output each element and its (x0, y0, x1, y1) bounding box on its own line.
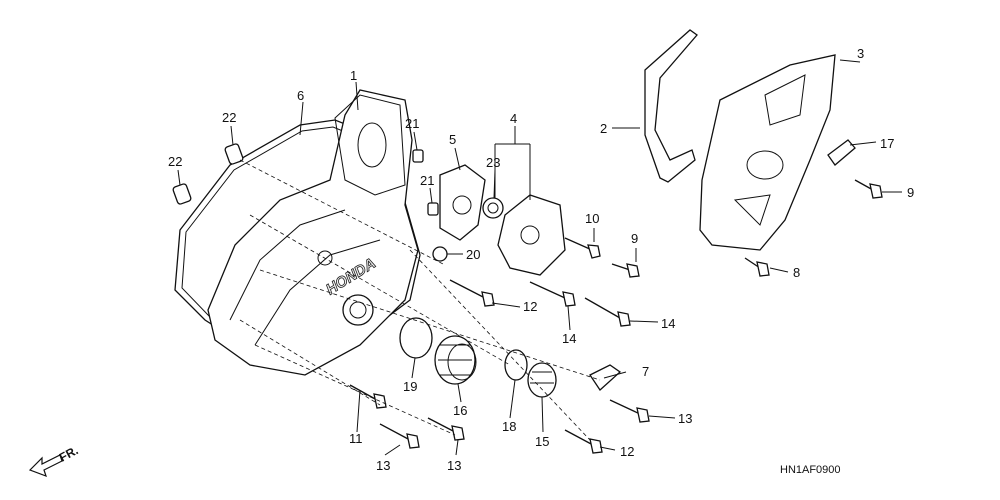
sprocket-cover-notch (733, 194, 771, 226)
sprocket-cover-window (746, 150, 784, 180)
callout-13-mid: 13 (447, 458, 461, 473)
callout-20: 20 (466, 247, 480, 262)
callout-3: 3 (857, 46, 864, 61)
callout-18: 18 (502, 419, 516, 434)
callout-10: 10 (585, 211, 599, 226)
sprocket-cover (699, 54, 836, 251)
bolt (564, 237, 601, 259)
callout-13-right: 13 (678, 411, 692, 426)
large-plug (434, 335, 477, 385)
bolt (611, 263, 640, 278)
small-pin (412, 149, 424, 163)
crankcase-cover (207, 89, 419, 376)
callout-9-lower: 9 (631, 231, 638, 246)
front-direction-indicator: FR. (28, 443, 80, 478)
bolt (744, 257, 770, 277)
bolt (609, 399, 650, 423)
callout-13-left: 13 (376, 458, 390, 473)
callout-11: 11 (349, 431, 363, 446)
sprocket-cover-slot (764, 74, 806, 126)
callout-12-lower: 12 (620, 444, 634, 459)
callout-21-lower: 21 (420, 173, 434, 188)
alignment-line (239, 319, 381, 406)
dowel-pin (224, 143, 244, 165)
callout-1: 1 (350, 68, 357, 83)
clip (827, 139, 856, 166)
o-ring (504, 349, 528, 381)
arrow-icon (28, 454, 63, 478)
callout-14-mid: 14 (562, 331, 576, 346)
oil-seal (482, 197, 504, 219)
callout-19: 19 (403, 379, 417, 394)
bolt (427, 417, 465, 441)
bolt (349, 384, 387, 409)
callout-4: 4 (510, 111, 517, 126)
alignment-line (254, 344, 456, 436)
diagram-code: HN1AF0900 (780, 464, 841, 476)
callout-8: 8 (793, 265, 800, 280)
callout-6: 6 (297, 88, 304, 103)
callout-21-upper: 21 (405, 116, 419, 131)
alignment-line (409, 249, 591, 441)
alignment-line (249, 214, 511, 366)
leader-lines (177, 59, 902, 456)
alignment-line (239, 159, 446, 266)
small-plug (527, 362, 557, 398)
small-pin (427, 202, 439, 216)
o-ring (399, 317, 433, 359)
cover-top-boss (334, 94, 406, 196)
callout-23: 23 (486, 155, 500, 170)
cover-rib (229, 209, 346, 321)
callout-16: 16 (453, 403, 467, 418)
callout-17: 17 (880, 136, 894, 151)
cover-plug-hole-inner (349, 301, 367, 319)
callout-5: 5 (449, 132, 456, 147)
nut (432, 246, 448, 262)
bolt (449, 279, 495, 307)
gasket (174, 119, 421, 361)
bolt (564, 429, 603, 454)
callout-7: 7 (642, 364, 649, 379)
oil-seal-inner (487, 202, 499, 214)
bolt (854, 179, 883, 199)
callout-22-lower: 22 (168, 154, 182, 169)
bracket (644, 29, 698, 183)
callout-14-right: 14 (661, 316, 675, 331)
cover-upper-hole (317, 250, 333, 266)
callout-15: 15 (535, 434, 549, 449)
alignment-line (259, 269, 601, 381)
callout-12-upper: 12 (523, 299, 537, 314)
small-cover (497, 194, 566, 276)
bolt (379, 423, 420, 449)
callout-2: 2 (600, 121, 607, 136)
bolt (529, 281, 576, 307)
callout-9-upper: 9 (907, 185, 914, 200)
cover-rib (254, 239, 381, 346)
dowel-pin (172, 183, 192, 205)
cover-gasket-hole (452, 195, 472, 215)
bolt (584, 297, 631, 327)
cover-gasket (439, 164, 486, 241)
cover-plug-hole (342, 294, 374, 326)
cover-boss-hole (357, 122, 387, 168)
callout-22-upper: 22 (222, 110, 236, 125)
small-cover-hole (520, 225, 540, 245)
